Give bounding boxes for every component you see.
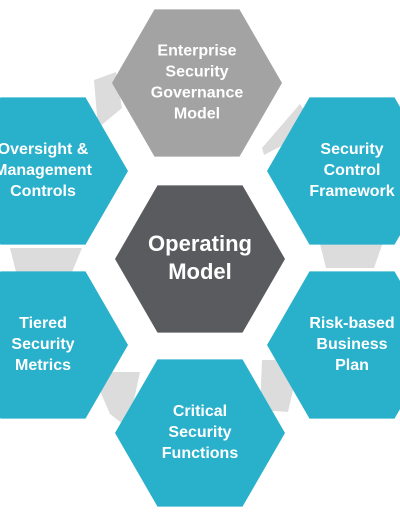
hexagon-label-center-line-1: Operating — [148, 231, 252, 256]
hexagon-shape-oversight-management-controls — [0, 97, 128, 245]
hexagon-label-critical-security-functions-line-1: Critical — [173, 403, 227, 420]
hexagon-label-enterprise-security-governance-model-line-1: Enterprise — [157, 43, 236, 60]
hexagon-label-security-control-framework-line-3: Framework — [309, 183, 394, 200]
hexagon-label-enterprise-security-governance-model-line-4: Model — [174, 106, 220, 123]
hexagon-label-enterprise-security-governance-model-line-2: Security — [165, 64, 228, 81]
hexagon-shape-center — [115, 185, 285, 333]
hexagon-label-tiered-security-metrics-line-1: Tiered — [19, 315, 67, 332]
hexagon-label-security-control-framework-line-2: Control — [324, 162, 381, 179]
hexagon-label-risk-based-business-plan-line-3: Plan — [335, 357, 369, 374]
connector-band-5 — [10, 248, 82, 272]
hexagon-label-tiered-security-metrics-line-2: Security — [11, 336, 74, 353]
hexagon-label-oversight-management-controls-line-3: Controls — [10, 183, 76, 200]
hexagons: EnterpriseSecurityGovernanceModelSecurit… — [0, 9, 400, 507]
hexagon-label-oversight-management-controls-line-2: Management — [0, 162, 93, 179]
hexagon-label-center-line-2: Model — [168, 259, 232, 284]
hexagon-label-risk-based-business-plan-line-1: Risk-based — [309, 315, 394, 332]
hexagon-label-critical-security-functions-line-3: Functions — [162, 445, 239, 462]
hexagon-shape-tiered-security-metrics — [0, 271, 128, 419]
hexagon-shape-critical-security-functions — [115, 359, 285, 507]
hexagon-shape-security-control-framework — [267, 97, 400, 245]
hexagon-label-risk-based-business-plan-line-2: Business — [316, 336, 387, 353]
hexagon-label-oversight-management-controls-line-1: Oversight & — [0, 141, 89, 158]
hexagon-label-security-control-framework-line-1: Security — [320, 141, 383, 158]
hexagon-label-tiered-security-metrics-line-3: Metrics — [15, 357, 71, 374]
hexagon-label-critical-security-functions-line-2: Security — [168, 424, 231, 441]
hexagon-shape-risk-based-business-plan — [267, 271, 400, 419]
hexagon-label-enterprise-security-governance-model-line-3: Governance — [151, 85, 244, 102]
hexagon-shape-enterprise-security-governance-model — [112, 9, 282, 157]
